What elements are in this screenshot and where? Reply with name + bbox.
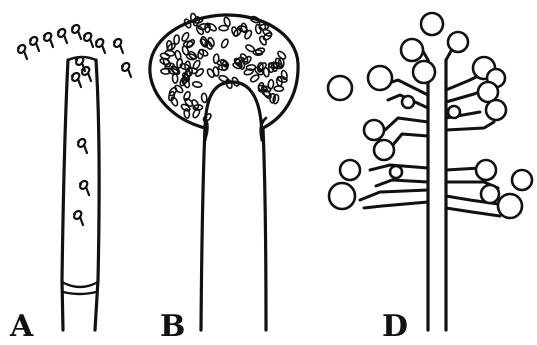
coiled-spore-shape <box>44 33 53 47</box>
conidial-head <box>402 96 414 108</box>
sporangiospore <box>174 50 181 60</box>
coiled-spore <box>122 63 131 77</box>
panel-label-a: A <box>9 309 34 344</box>
sporangiospore <box>268 79 274 89</box>
coiled-spore <box>18 45 27 59</box>
panel-a-coiled-spores <box>18 25 131 225</box>
panel-d-branch-bottom-left <box>360 190 428 208</box>
coiled-spore-shape <box>72 73 81 87</box>
coiled-spore-shape <box>80 181 89 195</box>
panel-label-b: B <box>160 309 185 344</box>
sporangiospore <box>213 54 219 64</box>
conidial-head <box>476 160 496 180</box>
sporangiospore <box>259 35 268 46</box>
panel-d-conidial-heads <box>328 13 532 218</box>
sporangiospore <box>201 93 207 103</box>
sporangiospore <box>174 35 180 45</box>
coiled-spore <box>84 33 93 47</box>
conidial-head <box>421 13 443 35</box>
conidial-head <box>512 170 532 190</box>
sporangiospore <box>219 26 228 31</box>
coiled-spore-shape <box>72 25 81 39</box>
coiled-spore <box>114 39 123 53</box>
panel-a-collar <box>62 282 98 287</box>
coiled-spore-shape <box>30 37 39 51</box>
coiled-spore <box>30 37 39 51</box>
coiled-spore-shape <box>18 45 27 59</box>
coiled-spore-shape <box>114 39 123 53</box>
panel-b-stalk-left <box>201 128 205 330</box>
coiled-spore-shape <box>84 33 93 47</box>
conidial-head <box>328 76 352 100</box>
coiled-spore-shape <box>82 67 91 81</box>
panel-a-tube-left-wall <box>62 60 68 330</box>
sporangiospore <box>207 37 215 47</box>
coiled-spore <box>82 67 91 81</box>
sporangiospore <box>249 74 260 83</box>
conidial-head <box>413 61 435 83</box>
panel-label-d: D <box>382 309 408 344</box>
conidial-head <box>368 66 392 90</box>
panel-a-structure <box>62 57 99 330</box>
conidial-head <box>364 120 384 140</box>
conidial-head <box>448 32 468 52</box>
sporangiospore <box>172 74 178 83</box>
conidial-head <box>481 185 499 203</box>
coiled-spore-shape <box>74 211 83 225</box>
panel-a-tube-right-wall <box>95 60 99 330</box>
sporangiospore <box>192 81 202 88</box>
panel-b-stalk-right <box>263 128 266 330</box>
sporangiospore <box>219 58 229 68</box>
conidial-head <box>390 166 402 178</box>
coiled-spore <box>78 139 87 153</box>
coiled-spore-shape <box>78 139 87 153</box>
panel-a-collar-lower <box>63 292 96 294</box>
conidial-head <box>401 39 423 61</box>
conidial-head <box>340 160 360 180</box>
conidial-head <box>448 106 460 118</box>
panel-b-columella <box>205 82 262 140</box>
coiled-spore-shape <box>58 29 67 43</box>
conidial-head <box>329 183 355 209</box>
sporangiospore <box>220 38 229 49</box>
panel-b-spores <box>159 13 288 123</box>
coiled-spore <box>44 33 53 47</box>
coiled-spore <box>74 211 83 225</box>
coiled-spore <box>80 181 89 195</box>
sporangiospore <box>195 25 204 36</box>
conidial-head <box>498 194 522 218</box>
conidial-head <box>486 100 506 120</box>
coiled-spore <box>58 29 67 43</box>
coiled-spore <box>72 73 81 87</box>
sporangiospore <box>274 86 283 91</box>
coiled-spore <box>96 39 105 53</box>
coiled-spore-shape <box>122 63 131 77</box>
coiled-spore-shape <box>96 39 105 53</box>
conidial-head <box>374 140 394 160</box>
coiled-spore <box>72 25 81 39</box>
sporangiospore <box>162 57 171 68</box>
sporangiospore <box>218 75 228 83</box>
sporangiospore <box>180 103 191 112</box>
